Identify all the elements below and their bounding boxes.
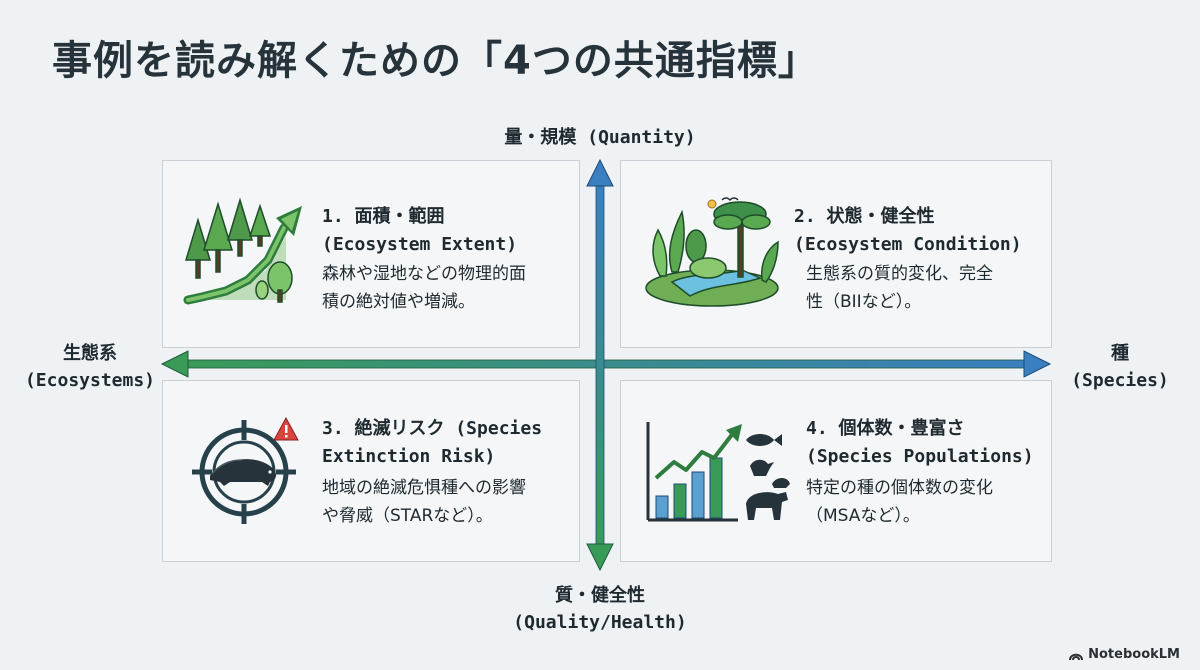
alert-icon bbox=[273, 416, 299, 441]
endangered-target-icon bbox=[192, 416, 299, 524]
quadrant-title-risk-line2: Extinction Risk) bbox=[322, 446, 496, 467]
quadrant-title-populations: 4. 個体数・豊富さ (Species Populations) bbox=[806, 415, 1034, 471]
quadrant-desc-risk: 地域の絶滅危惧種への影響 や脅威（STARなど）。 bbox=[322, 474, 526, 530]
vertical-axis-arrow bbox=[586, 158, 614, 572]
fish-icon bbox=[746, 434, 782, 446]
axis-label-bottom-en: (Quality/Health) bbox=[513, 612, 687, 633]
quadrant-desc-risk-2: や脅威（STARなど）。 bbox=[322, 506, 493, 526]
brand-label: NotebookLM bbox=[1088, 647, 1180, 662]
quadrant-title-condition-en: (Ecosystem Condition) bbox=[794, 234, 1022, 255]
quadrant-desc-populations: 特定の種の個体数の変化 （MSAなど）。 bbox=[806, 474, 993, 530]
turtle-icon bbox=[772, 478, 790, 488]
axis-label-left: 生態系 (Ecosystems) bbox=[20, 340, 160, 394]
quadrant-title-populations-en: (Species Populations) bbox=[806, 446, 1034, 467]
quadrant-title-extent: 1. 面積・範囲 (Ecosystem Extent) bbox=[322, 203, 517, 259]
quadrant-box-populations bbox=[620, 380, 1052, 562]
population-chart-icon bbox=[646, 422, 790, 522]
quadrant-title-extent-en: (Ecosystem Extent) bbox=[322, 234, 518, 255]
axis-label-bottom: 質・健全性 (Quality/Health) bbox=[480, 582, 720, 636]
quadrant-desc-extent: 森林や湿地などの物理的面 積の絶対値や増減。 bbox=[322, 260, 526, 316]
page-title: 事例を読み解くための「4つの共通指標」 bbox=[52, 38, 819, 84]
quadrant-title-condition-jp: 2. 状態・健全性 bbox=[794, 206, 935, 227]
horizontal-axis-arrow bbox=[160, 350, 1052, 378]
quadrant-title-risk-line1: 3. 絶滅リスク (Species bbox=[322, 418, 543, 439]
landscape-river-icon bbox=[645, 197, 779, 307]
quadrant-desc-populations-2: （MSAなど）。 bbox=[806, 506, 920, 526]
bird-icon bbox=[750, 459, 774, 476]
quadrant-title-condition: 2. 状態・健全性 (Ecosystem Condition) bbox=[794, 203, 1022, 259]
axis-label-right-jp: 種 bbox=[1111, 343, 1129, 364]
axis-label-top: 量・規模 (Quantity) bbox=[504, 127, 696, 148]
axis-label-left-jp: 生態系 bbox=[63, 343, 117, 364]
axis-label-right-en: (Species) bbox=[1071, 370, 1169, 391]
quadrant-desc-condition-2: 性（BIIなど）。 bbox=[806, 292, 922, 312]
forest-growth-icon bbox=[183, 197, 302, 305]
quadrant-title-risk: 3. 絶滅リスク (Species Extinction Risk) bbox=[322, 415, 542, 471]
quadrant-desc-risk-1: 地域の絶滅危惧種への影響 bbox=[322, 478, 526, 498]
quadrant-title-extent-jp: 1. 面積・範囲 bbox=[322, 206, 445, 227]
quadrant-box-extent bbox=[162, 160, 580, 348]
quadrant-desc-condition-1: 生態系の質的変化、完全 bbox=[806, 264, 993, 284]
axis-label-bottom-jp: 質・健全性 bbox=[555, 585, 645, 606]
quadrant-desc-extent-1: 森林や湿地などの物理的面 bbox=[322, 264, 526, 284]
brand-watermark: NotebookLM bbox=[1069, 647, 1180, 662]
quadrant-title-populations-jp: 4. 個体数・豊富さ bbox=[806, 418, 965, 439]
axis-label-right: 種 (Species) bbox=[1050, 340, 1190, 394]
quadrant-desc-condition: 生態系の質的変化、完全 性（BIIなど）。 bbox=[806, 260, 993, 316]
axis-label-left-en: (Ecosystems) bbox=[24, 370, 156, 391]
quadrant-desc-extent-2: 積の絶対値や増減。 bbox=[322, 292, 475, 312]
beast-icon bbox=[746, 492, 788, 520]
notebooklm-logo-icon bbox=[1069, 653, 1084, 660]
quadrant-desc-populations-1: 特定の種の個体数の変化 bbox=[806, 478, 993, 498]
